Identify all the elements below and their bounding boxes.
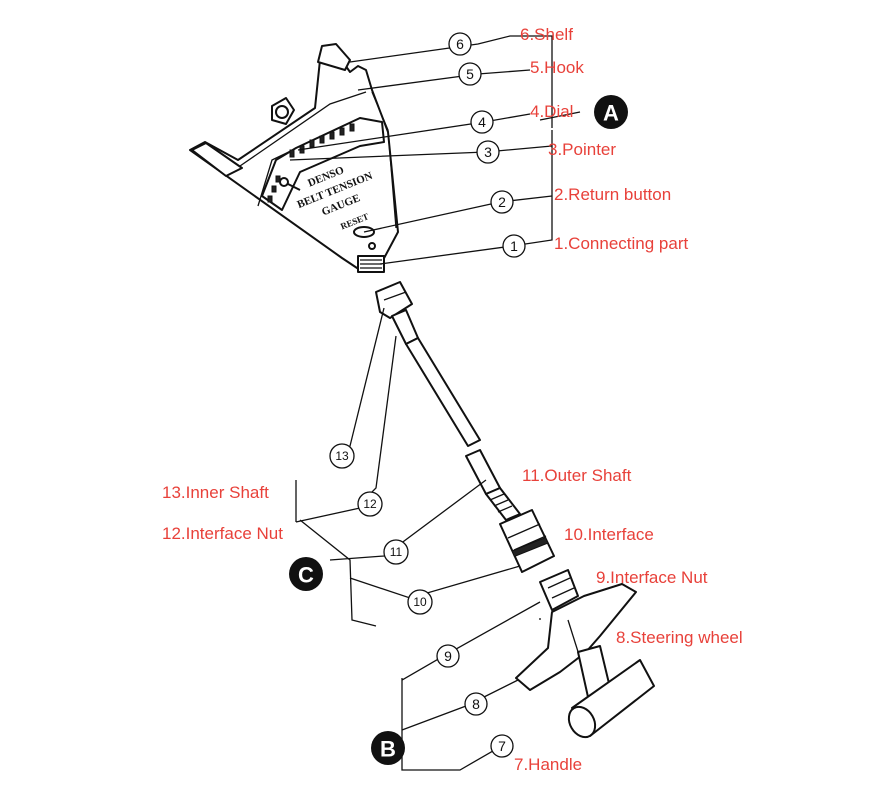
svg-text:9: 9	[444, 648, 452, 664]
svg-text:12: 12	[363, 497, 377, 511]
outer-shaft	[465, 449, 521, 521]
svg-text:5: 5	[466, 66, 474, 82]
svg-text:A: A	[603, 101, 619, 126]
dial-ticks	[267, 123, 355, 203]
callout-number-7: 7	[490, 734, 514, 758]
svg-text:11: 11	[390, 545, 403, 559]
svg-text:6: 6	[456, 36, 464, 52]
group-badge-b: B	[371, 731, 405, 765]
label-outer-shaft: 11.Outer Shaft	[522, 466, 632, 485]
callout-number-4: 4	[470, 110, 494, 134]
svg-text:8: 8	[472, 696, 480, 712]
label-return-button: 2.Return button	[554, 185, 671, 204]
label-steering-wheel: 8.Steering wheel	[616, 628, 743, 647]
label-dial: 4.Dial	[530, 102, 573, 121]
label-hook: 5.Hook	[530, 58, 584, 77]
callout-number-5: 5	[458, 62, 482, 86]
svg-text:4: 4	[478, 114, 486, 130]
svg-text:C: C	[298, 563, 314, 588]
callout-number-2: 2	[490, 190, 514, 214]
inner-shaft	[391, 309, 481, 447]
group-badge-a: A	[594, 95, 628, 129]
callout-number-11: 11	[383, 539, 409, 565]
label-shelf: 6.Shelf	[520, 25, 573, 44]
label-interface-nut-lower: 9.Interface Nut	[596, 568, 708, 587]
callout-number-12: 12	[357, 491, 383, 517]
callout-number-8: 8	[464, 692, 488, 716]
svg-text:13: 13	[335, 449, 349, 463]
label-inner-shaft: 13.Inner Shaft	[162, 483, 269, 502]
interface	[499, 509, 555, 573]
svg-text:10: 10	[413, 595, 427, 609]
label-connecting-part: 1.Connecting part	[554, 234, 688, 253]
callout-number-9: 9	[436, 644, 460, 668]
callout-number-10: 10	[407, 589, 433, 615]
group-badge-c: C	[289, 557, 323, 591]
callout-number-13: 13	[329, 443, 355, 469]
svg-text:B: B	[380, 737, 396, 762]
svg-text:2: 2	[498, 194, 506, 210]
svg-text:3: 3	[484, 144, 492, 160]
label-handle: 7.Handle	[514, 755, 582, 774]
callout-number-6: 6	[448, 32, 472, 56]
label-interface: 10.Interface	[564, 525, 654, 544]
label-pointer: 3.Pointer	[548, 140, 616, 159]
label-interface-nut-upper: 12.Interface Nut	[162, 524, 283, 543]
interface-nut-lower	[539, 569, 579, 611]
pointer	[279, 177, 301, 191]
handle	[567, 645, 655, 739]
callout-number-1: 1	[502, 234, 526, 258]
callout-number-3: 3	[476, 140, 500, 164]
svg-text:7: 7	[498, 738, 506, 754]
svg-text:1: 1	[510, 238, 518, 254]
interface-nut-upper	[375, 281, 413, 319]
